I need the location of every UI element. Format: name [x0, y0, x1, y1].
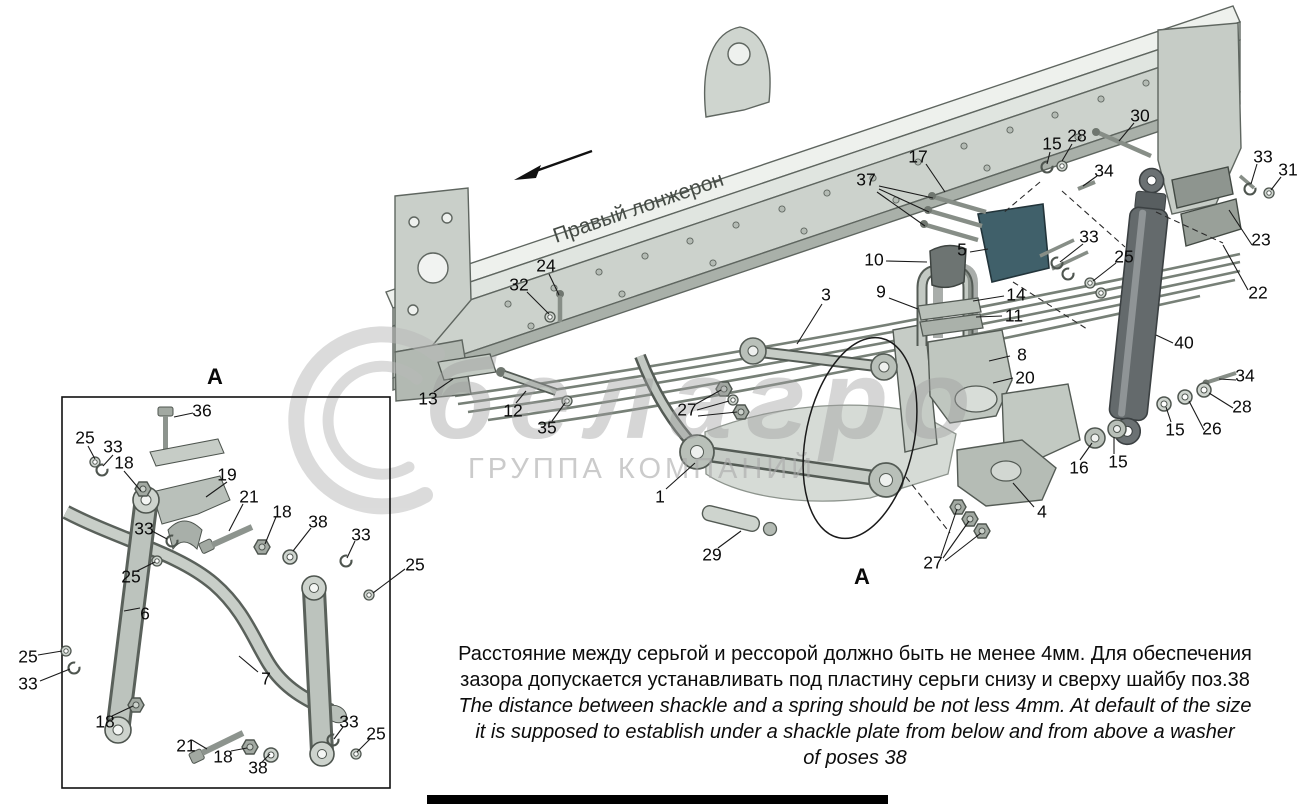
- direction-arrow: [514, 149, 593, 180]
- mounting-plate: [977, 203, 1050, 283]
- stabilizer-bracket: [151, 475, 231, 525]
- watermark-brand: белагро: [425, 337, 985, 462]
- ball: [762, 521, 778, 537]
- watermark-logo: [288, 326, 445, 515]
- clamp-plate-upper: [917, 297, 982, 321]
- watermark-subtitle: ГРУППА КОМПАНИЙ: [468, 451, 816, 485]
- section-ellipse: [802, 336, 918, 540]
- rubber-bumper: [929, 244, 967, 289]
- torque-rods: [634, 337, 904, 537]
- rubber-pad-upper: [1171, 166, 1234, 209]
- center-assembly: [704, 244, 1081, 507]
- hardware: [437, 128, 1275, 539]
- note-ru-line1: Расстояние между серьгой и рессорой долж…: [458, 643, 1252, 665]
- note-en-line1: The distance between shackle and a sprin…: [458, 695, 1252, 717]
- detail-box-frame: [61, 396, 391, 789]
- construction-lines: [905, 181, 1224, 534]
- note-ru-line2: зазора допускается устанавливать под пла…: [460, 669, 1250, 691]
- note-en-line2: it is supposed to establish under a shac…: [475, 721, 1235, 743]
- frame-rail: [385, 5, 1242, 402]
- leader-lines: [37, 122, 1282, 763]
- pin: [701, 504, 761, 532]
- shock-absorber: [1108, 167, 1169, 446]
- assembly-note: Расстояние между серьгой и рессорой долж…: [450, 641, 1260, 771]
- detail-box: [60, 396, 391, 789]
- note-en-line3: of poses 38: [803, 747, 907, 769]
- cab-mount-bracket: [703, 26, 771, 118]
- clamp-plate-lower: [919, 313, 984, 337]
- bottom-bar: [427, 795, 888, 804]
